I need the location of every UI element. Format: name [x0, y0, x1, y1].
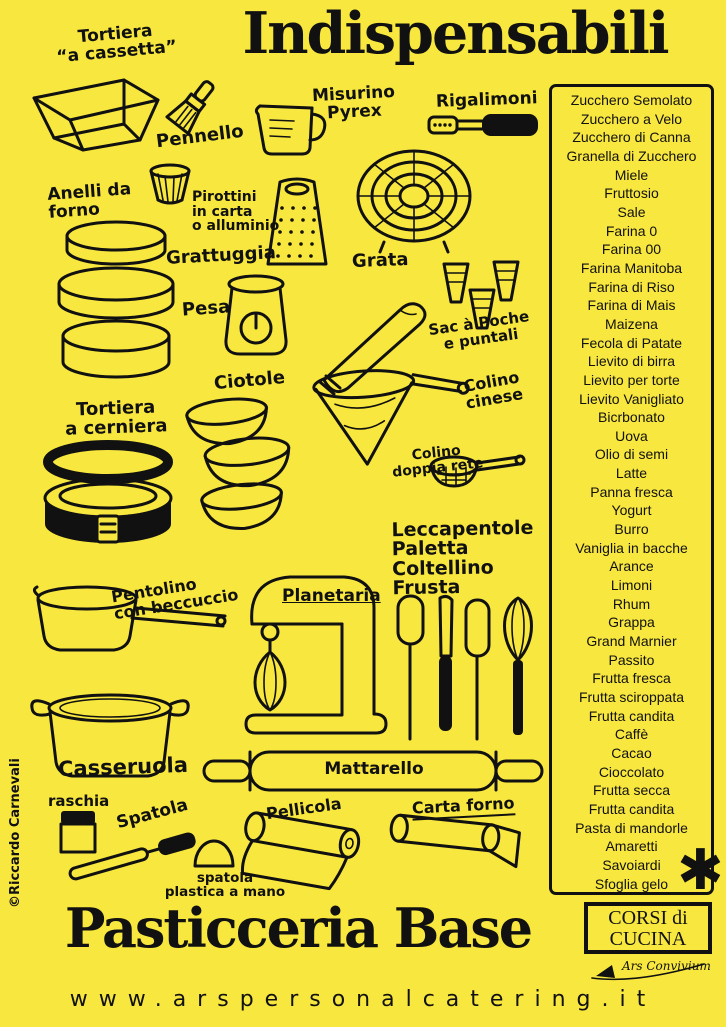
kitchen-scale-icon	[224, 274, 288, 356]
ingredient-item: Zucchero Semolato	[570, 92, 693, 108]
ingredient-item: Frutta sciroppata	[578, 689, 685, 705]
label-pirottini: Pirottini in carta o alluminio	[192, 189, 280, 235]
author-credit: ©Riccardo Carnevali	[8, 758, 23, 908]
ingredient-item: Limoni	[610, 577, 653, 594]
mesh-strainer-icon	[429, 454, 526, 488]
ingredient-item: Zucchero a Velo	[580, 110, 683, 127]
scraper-icon	[59, 811, 97, 854]
cupcake-liner-icon	[149, 163, 191, 205]
label-anelli-da-forno: Anelli da forno	[46, 179, 132, 223]
ingredient-item: Burro	[614, 521, 649, 538]
label-misurino-pyrex: Misurino Pyrex	[311, 81, 396, 124]
ingredient-item: Farina 00	[601, 241, 662, 258]
ingredient-item: Lievito di birra	[587, 353, 676, 370]
ingredient-item: Panna fresca	[590, 483, 673, 500]
label-tortiera-a-cerniera: Tortiera a cerniera	[64, 396, 168, 440]
ingredient-item: Farina Manitoba	[580, 259, 683, 276]
ingredient-item: Miele	[614, 166, 649, 183]
ingredient-item: Sfoglia gelo	[594, 875, 669, 892]
label-rigalimoni: Rigalimoni	[435, 88, 538, 112]
ingredient-item: Fecola di Patate	[580, 334, 683, 351]
ingredient-item: Lievito per torte	[583, 371, 680, 388]
corsi-line2: CUCINA	[609, 928, 687, 950]
label-grata: Grata	[351, 249, 409, 272]
label-planetaria: Planetaria	[282, 586, 381, 606]
asterisk-mark: ✱	[677, 838, 724, 903]
ingredient-item: Cioccolato	[598, 763, 665, 780]
dough-scraper-icon	[193, 839, 235, 868]
label-mattarello: Mattarello	[324, 759, 424, 779]
label-spatola-plastica: spatola plastica a mano	[164, 870, 286, 901]
ingredient-item: Frutta candita	[588, 707, 675, 724]
ingredient-item: Uova	[615, 427, 648, 444]
ingredient-item: Granella di Zucchero	[566, 147, 697, 164]
springform-pan-icon	[43, 440, 173, 544]
page-title: Indispensabili	[242, 0, 669, 67]
ingredient-item: Fruttosio	[604, 185, 659, 202]
ingredient-item: Farina di Mais	[587, 297, 676, 314]
logo-text: Ars Convivium	[621, 959, 711, 973]
ingredient-item: Lievito Vanigliato	[579, 390, 684, 407]
saucepan-icon	[32, 585, 227, 652]
ingredient-item: Latte	[615, 465, 648, 482]
palette-knife-icon	[68, 832, 196, 881]
ingredient-item: Sale	[617, 203, 646, 220]
ingredient-item: Arance	[609, 558, 654, 575]
website-url: www.arspersonalcatering.it	[69, 987, 657, 1012]
piping-tips-icon	[442, 260, 520, 330]
ingredient-item: Rhum	[612, 595, 651, 612]
paintbrush-icon	[165, 80, 215, 136]
ingredient-item: Zucchero di Canna	[572, 129, 691, 146]
ingredient-item: Passito	[608, 651, 655, 668]
bowls-icon	[185, 397, 291, 530]
baking-paper-icon	[389, 813, 521, 869]
ingredient-item: Yogurt	[611, 502, 652, 519]
label-casseruola: Casseruola	[57, 752, 189, 782]
label-pesa: Pesa	[181, 296, 231, 321]
ingredient-item: Vaniglia in bacche	[575, 539, 688, 556]
utensils-icon	[396, 594, 533, 741]
ingredient-item: Savoiardi	[602, 856, 661, 873]
ingredient-item: Cacao	[611, 744, 652, 761]
ingredient-item: Frutta candita	[588, 800, 675, 817]
corsi-line1: CORSI di	[608, 907, 688, 929]
zester-icon	[427, 114, 538, 136]
chinois-icon	[312, 369, 470, 466]
ingredient-item: Frutta fresca	[592, 670, 671, 687]
plastic-wrap-icon	[240, 811, 361, 891]
label-tortiera-cassetta: Tortiera “a cassetta”	[55, 20, 178, 68]
ingredient-item: Grappa	[608, 614, 655, 631]
pot-icon	[30, 693, 190, 778]
stand-mixer-icon	[244, 575, 388, 735]
label-utensili: Leccapentole Paletta Coltellino Frusta	[391, 516, 534, 600]
ingredient-item: Bicrbonato	[598, 409, 665, 426]
ingredient-item: Olio di semi	[594, 446, 669, 463]
baking-rings-icon	[57, 220, 175, 379]
label-raschia: raschia	[48, 792, 110, 810]
ingredient-item: Maizena	[605, 315, 658, 332]
ars-convivium-logo: Ars Convivium	[591, 959, 711, 981]
corsi-di-cucina-box: CORSI di CUCINA	[584, 902, 712, 954]
ingredient-item: Caffè	[614, 726, 649, 743]
measuring-cup-icon	[254, 104, 327, 156]
ingredient-item: Farina 0	[605, 222, 658, 239]
cooling-rack-icon	[356, 149, 472, 254]
ingredient-item: Amaretti	[605, 838, 658, 855]
loaf-pan-icon	[32, 78, 160, 152]
ingredient-item: Pasta di mandorle	[575, 819, 688, 836]
grater-icon	[266, 177, 328, 266]
ingredient-item: Grand Marnier	[586, 633, 677, 650]
ingredient-item: Farina di Riso	[588, 278, 675, 295]
ingredient-item: Frutta secca	[592, 782, 671, 799]
footer-title: Pasticceria Base	[64, 896, 533, 960]
rolling-pin-icon	[202, 750, 544, 792]
